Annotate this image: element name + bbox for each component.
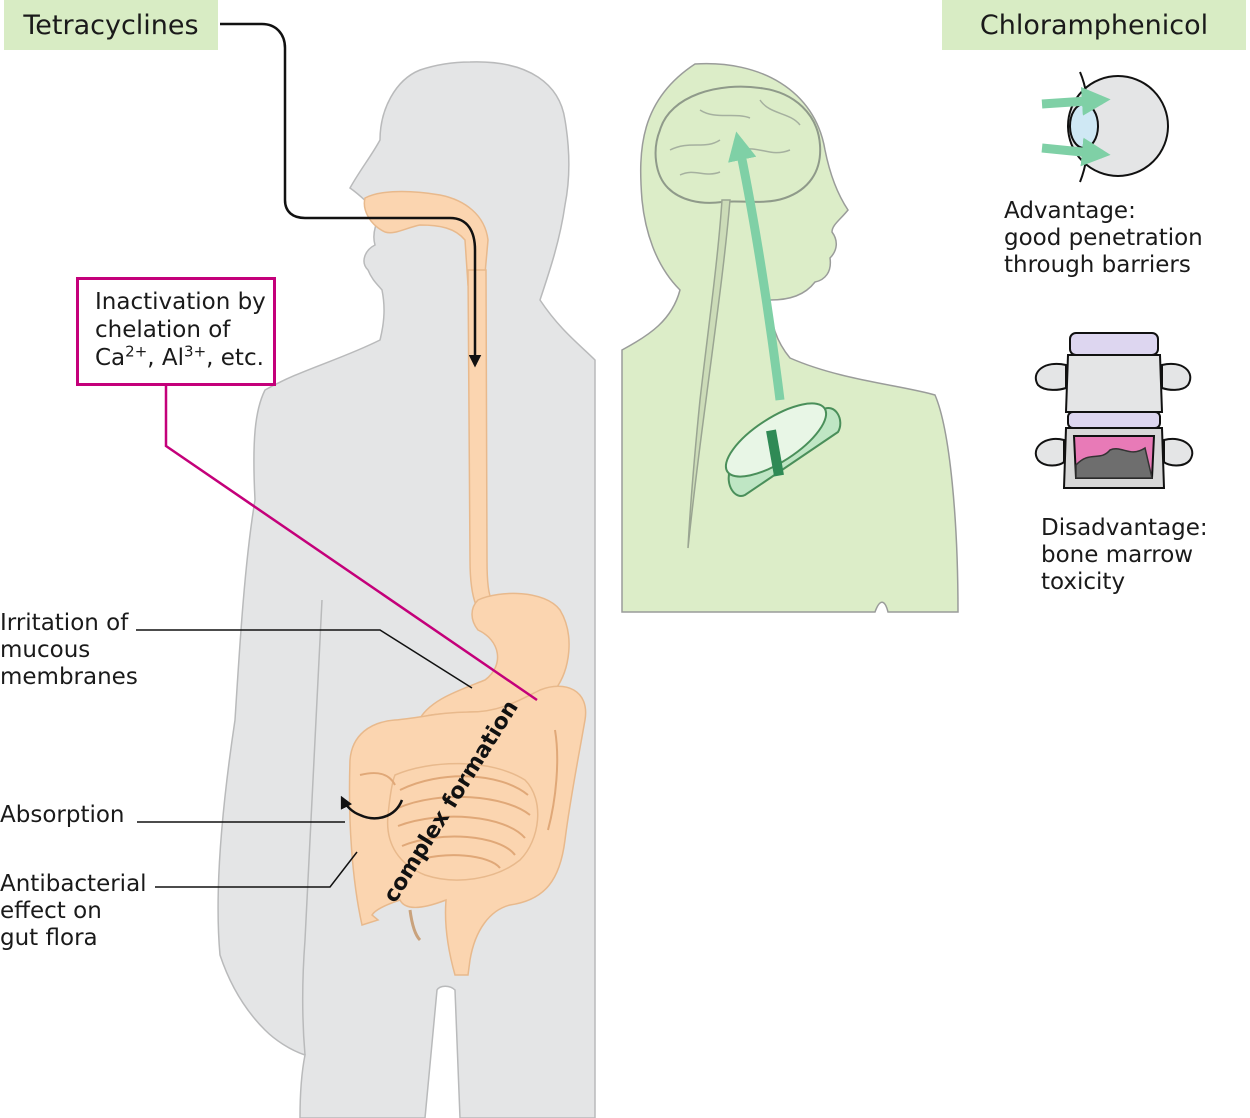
- distribution-arrow: [728, 131, 785, 401]
- chelation-box: Inactivation by chelation of Ca2+, Al3+,…: [76, 277, 276, 386]
- spinal-cord: [687, 199, 731, 549]
- absorption-curved-arrow: [340, 795, 404, 820]
- brain-folds: [669, 99, 801, 176]
- antibacterial-label: Antibacterial effect on gut flora: [0, 871, 147, 951]
- chelation-line-1: Inactivation by: [95, 289, 266, 315]
- irritation-label: Irritation of mucous membranes: [0, 610, 138, 690]
- tetracycline-ingestion-arrow: [220, 22, 482, 368]
- chelation-line-3: Ca2+, Al3+, etc.: [95, 342, 264, 371]
- tetracyclines-title: Tetracyclines: [4, 0, 218, 50]
- absorption-label: Absorption: [0, 802, 125, 828]
- chelation-pointer-line: [164, 386, 538, 702]
- tablet-icon: [724, 402, 842, 497]
- appendix: [408, 909, 422, 942]
- small-intestine-loops: [359, 729, 559, 869]
- eye-icon: [1041, 71, 1169, 183]
- antibacterial-pointer-line: [155, 851, 358, 888]
- advantage-label: Advantage: good penetration through barr…: [1004, 198, 1203, 278]
- arm-outline: [302, 599, 323, 1056]
- bone-marrow-icon: [1035, 332, 1194, 489]
- chelation-line-2: chelation of: [95, 317, 231, 343]
- disadvantage-label: Disadvantage: bone marrow toxicity: [1041, 515, 1208, 595]
- chloramphenicol-title: Chloramphenicol: [942, 0, 1246, 50]
- irritation-pointer-line: [136, 629, 473, 689]
